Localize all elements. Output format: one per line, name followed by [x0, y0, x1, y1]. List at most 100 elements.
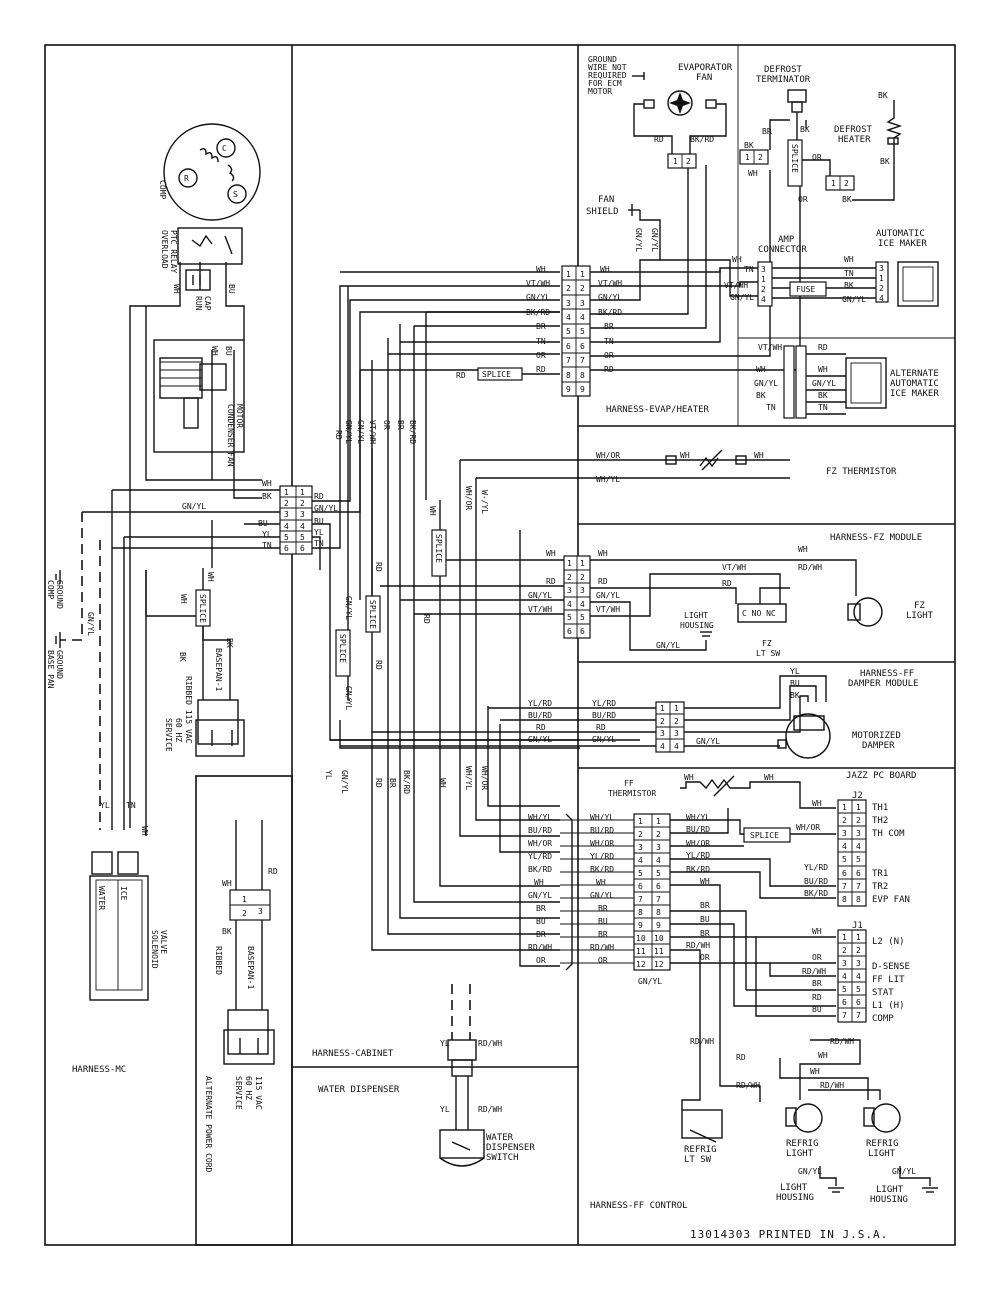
svg-text:TH COM: TH COM: [872, 829, 905, 839]
svg-text:4: 4: [656, 856, 661, 865]
svg-text:4: 4: [580, 600, 585, 609]
svg-text:WATER: WATER: [486, 1133, 514, 1143]
svg-text:1: 1: [674, 704, 679, 713]
svg-text:DEFROST: DEFROST: [834, 125, 873, 135]
svg-text:LT SW: LT SW: [684, 1155, 712, 1165]
svg-text:TN: TN: [818, 403, 828, 412]
svg-text:RD: RD: [374, 660, 383, 670]
svg-text:GN/YL: GN/YL: [596, 591, 620, 600]
svg-text:BU/RD: BU/RD: [528, 711, 552, 720]
svg-text:VT/WH: VT/WH: [526, 279, 550, 288]
svg-text:3: 3: [258, 907, 263, 916]
svg-text:GN/YL: GN/YL: [528, 735, 552, 744]
svg-text:BU/RD: BU/RD: [592, 711, 616, 720]
svg-text:RD: RD: [422, 614, 431, 624]
svg-text:OVERLOAD: OVERLOAD: [160, 230, 169, 269]
svg-text:THERMISTOR: THERMISTOR: [608, 789, 656, 798]
svg-text:RD/WH: RD/WH: [820, 1081, 844, 1090]
svg-text:YL: YL: [100, 801, 110, 810]
svg-text:GN/YL: GN/YL: [344, 686, 353, 710]
svg-text:GN/YL: GN/YL: [182, 502, 206, 511]
svg-text:GN/YL: GN/YL: [344, 420, 353, 444]
svg-text:BU/RD: BU/RD: [528, 826, 552, 835]
svg-text:RD: RD: [536, 365, 546, 374]
svg-text:5: 5: [566, 327, 571, 336]
svg-text:GN/YL: GN/YL: [634, 228, 643, 252]
svg-text:2: 2: [660, 717, 665, 726]
svg-text:7: 7: [566, 356, 571, 365]
svg-text:BK: BK: [222, 927, 232, 936]
svg-text:WH: WH: [680, 451, 690, 460]
svg-text:1: 1: [856, 933, 861, 942]
svg-text:C NO NC: C NO NC: [742, 609, 776, 618]
amp-connector: AMP CONNECTOR 3 1 2 4 WH TN VT/WH GN/YL …: [724, 235, 876, 307]
svg-text:5: 5: [580, 327, 585, 336]
svg-text:RD/WH: RD/WH: [736, 1081, 760, 1090]
svg-text:BR: BR: [812, 979, 822, 988]
svg-text:WH: WH: [754, 451, 764, 460]
svg-text:BR: BR: [536, 904, 546, 913]
svg-text:1: 1: [566, 270, 571, 279]
svg-text:2: 2: [844, 179, 849, 188]
svg-text:HEATER: HEATER: [838, 135, 871, 145]
svg-text:VALVE: VALVE: [159, 930, 168, 954]
svg-text:2: 2: [856, 816, 861, 825]
svg-text:7: 7: [638, 895, 643, 904]
svg-text:R: R: [184, 174, 189, 183]
svg-text:1: 1: [242, 895, 247, 904]
svg-text:EVP FAN: EVP FAN: [872, 895, 910, 905]
svg-text:4: 4: [567, 600, 572, 609]
svg-text:2: 2: [300, 499, 305, 508]
svg-text:WH: WH: [222, 879, 232, 888]
svg-text:L2 (N): L2 (N): [872, 937, 905, 947]
svg-text:BK/RD: BK/RD: [686, 865, 710, 874]
svg-text:BASEPAN-1: BASEPAN-1: [246, 946, 255, 990]
svg-text:OR: OR: [536, 956, 546, 965]
alternate-ice-maker: VT/WH WH GN/YL BK TN RD WH GN/YL BK TN A…: [754, 343, 939, 419]
svg-text:BK/RD: BK/RD: [804, 889, 828, 898]
svg-text:BK/RD: BK/RD: [598, 308, 622, 317]
ground-symbols: COMP GROUND BASE PAN GROUND GN/YL: [46, 512, 101, 830]
svg-text:OR: OR: [382, 420, 391, 430]
svg-text:GN/YL: GN/YL: [86, 612, 95, 636]
svg-text:BK/RD: BK/RD: [528, 865, 552, 874]
svg-text:4: 4: [638, 856, 643, 865]
svg-text:WH: WH: [210, 346, 219, 356]
svg-text:4: 4: [300, 522, 305, 531]
svg-text:OR: OR: [700, 953, 710, 962]
svg-text:YL: YL: [314, 528, 324, 537]
svg-text:GN/YL: GN/YL: [590, 891, 614, 900]
svg-text:WATER DISPENSER: WATER DISPENSER: [318, 1085, 400, 1095]
svg-text:BR: BR: [604, 322, 614, 331]
outer-border: [44, 44, 956, 1246]
svg-text:4: 4: [842, 972, 847, 981]
svg-text:TN: TN: [844, 269, 854, 278]
svg-text:BR: BR: [598, 904, 608, 913]
svg-text:SOLENOID: SOLENOID: [150, 930, 159, 969]
condenser-fan-motor: CONDENSER FAN MOTOR WH BU: [153, 339, 245, 467]
svg-text:YL: YL: [790, 667, 800, 676]
svg-text:1: 1: [842, 803, 847, 812]
svg-text:GN/YL: GN/YL: [314, 504, 338, 513]
svg-text:4: 4: [580, 313, 585, 322]
compressor: R C S COMP: [158, 123, 261, 221]
svg-text:FAN: FAN: [598, 195, 614, 205]
svg-text:RD/WH: RD/WH: [802, 967, 826, 976]
svg-text:RIBBED 115 VAC: RIBBED 115 VAC: [184, 676, 193, 744]
svg-text:6: 6: [856, 998, 861, 1007]
svg-text:REFRIG: REFRIG: [684, 1145, 717, 1155]
svg-text:MOTORIZED: MOTORIZED: [852, 731, 901, 741]
svg-text:SPLICE: SPLICE: [750, 831, 779, 840]
svg-text:HOUSING: HOUSING: [776, 1193, 814, 1203]
svg-text:W-/YL: W-/YL: [480, 490, 489, 514]
svg-text:2: 2: [842, 816, 847, 825]
svg-text:GN/YL: GN/YL: [754, 379, 778, 388]
svg-text:7: 7: [580, 356, 585, 365]
svg-text:WH: WH: [684, 773, 694, 782]
svg-text:HOUSING: HOUSING: [680, 621, 714, 630]
svg-text:3: 3: [580, 299, 585, 308]
svg-text:FAN: FAN: [696, 73, 712, 83]
